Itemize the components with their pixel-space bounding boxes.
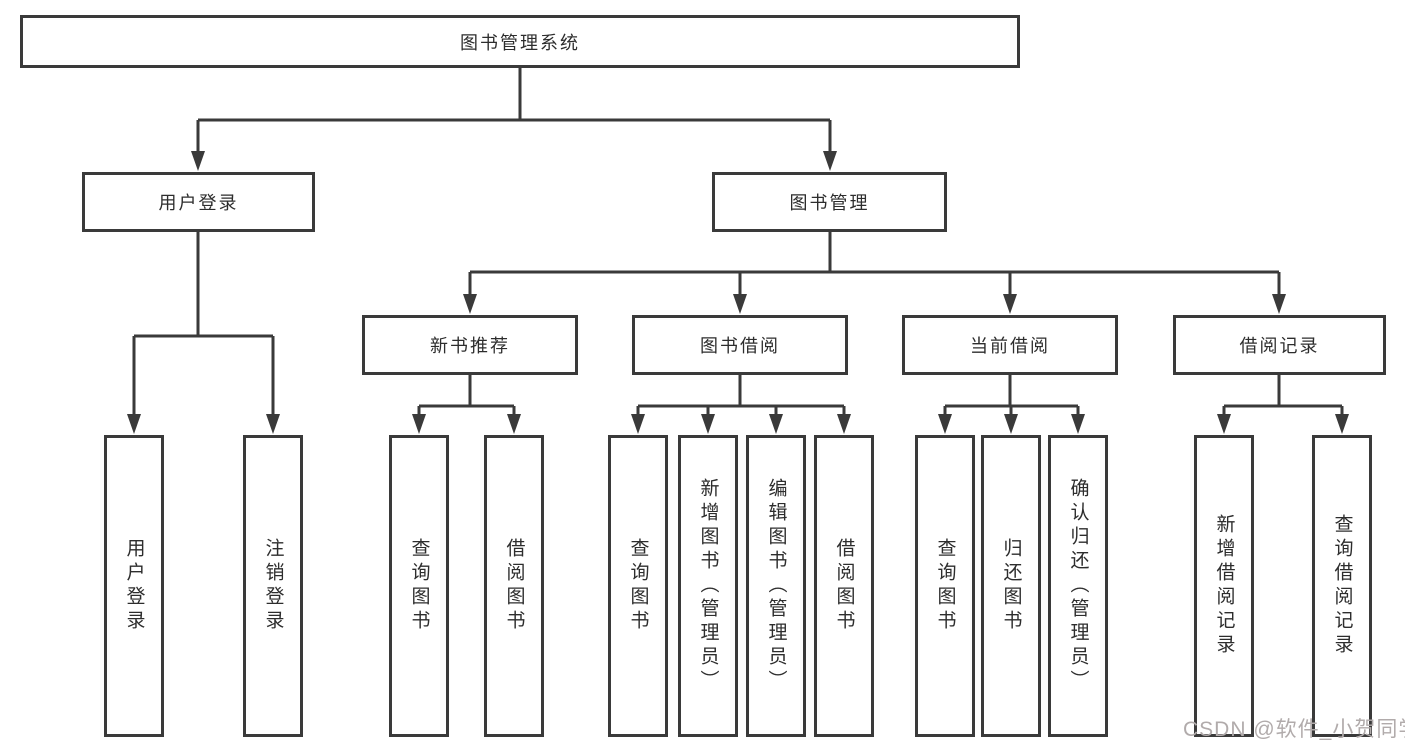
node-leaf-borrow-books-recommend: 借阅图书 — [484, 435, 544, 737]
node-leaf-query-books-current: 查询图书 — [915, 435, 975, 737]
arrowhead — [1217, 414, 1231, 434]
arrowhead — [1272, 294, 1286, 314]
node-label: 借阅记录 — [1239, 336, 1320, 356]
node-label: 查询图书 — [934, 538, 956, 634]
node-borrowing-records: 借阅记录 — [1173, 315, 1386, 375]
arrowhead — [733, 294, 747, 314]
node-label: 用户登录 — [123, 538, 145, 634]
arrowhead — [266, 414, 280, 434]
arrowhead — [191, 151, 205, 171]
arrowhead — [701, 414, 715, 434]
node-current-borrowing: 当前借阅 — [902, 315, 1118, 375]
node-label: 当前借阅 — [970, 336, 1050, 356]
node-leaf-return-books: 归还图书 — [981, 435, 1041, 737]
arrowhead — [1004, 414, 1018, 434]
node-label: 图书管理系统 — [460, 32, 580, 53]
node-label: 查询借阅记录 — [1331, 514, 1353, 658]
node-label: 新书推荐 — [430, 336, 510, 356]
node-label: 归还图书 — [1000, 538, 1022, 634]
node-new-book-recommendation: 新书推荐 — [362, 315, 578, 375]
node-label: 确认归还（管理员） — [1067, 478, 1089, 694]
watermark: CSDN @软件_小贺同学 — [1183, 718, 1405, 741]
node-label: 用户登录 — [158, 193, 239, 213]
node-leaf-edit-books-admin: 编辑图书（管理员） — [746, 435, 806, 737]
node-label: 图书借阅 — [700, 336, 780, 356]
node-label: 注销登录 — [262, 538, 284, 634]
arrowhead — [823, 151, 837, 171]
arrowheads — [127, 151, 1349, 434]
node-book-borrowing: 图书借阅 — [632, 315, 848, 375]
node-label: 借阅图书 — [503, 538, 525, 634]
node-label: 查询图书 — [627, 538, 649, 634]
arrowhead — [1335, 414, 1349, 434]
arrowhead — [507, 414, 521, 434]
arrowhead — [631, 414, 645, 434]
arrowhead — [938, 414, 952, 434]
node-leaf-borrow-books-borrowing: 借阅图书 — [814, 435, 874, 737]
node-leaf-add-books-admin: 新增图书（管理员） — [678, 435, 738, 737]
arrowhead — [1071, 414, 1085, 434]
arrowhead — [1003, 294, 1017, 314]
node-label: 编辑图书（管理员） — [765, 478, 787, 694]
node-label: 新增图书（管理员） — [697, 478, 719, 694]
node-leaf-add-borrow-record: 新增借阅记录 — [1194, 435, 1254, 737]
node-label: 借阅图书 — [833, 538, 855, 634]
node-book-management: 图书管理 — [712, 172, 947, 232]
node-leaf-query-books-recommend: 查询图书 — [389, 435, 449, 737]
node-library-system: 图书管理系统 — [20, 15, 1020, 68]
node-label: 查询图书 — [408, 538, 430, 634]
node-leaf-user-login: 用户登录 — [104, 435, 164, 737]
node-leaf-query-borrow-record: 查询借阅记录 — [1312, 435, 1372, 737]
arrowhead — [769, 414, 783, 434]
node-leaf-logout: 注销登录 — [243, 435, 303, 737]
node-leaf-confirm-return-admin: 确认归还（管理员） — [1048, 435, 1108, 737]
arrowhead — [412, 414, 426, 434]
arrowhead — [837, 414, 851, 434]
node-label: 图书管理 — [789, 193, 870, 213]
arrowhead — [127, 414, 141, 434]
arrowhead — [463, 294, 477, 314]
node-user-login: 用户登录 — [82, 172, 315, 232]
connector-path — [132, 68, 1344, 417]
node-leaf-query-books-borrowing: 查询图书 — [608, 435, 668, 737]
node-label: 新增借阅记录 — [1213, 514, 1235, 658]
